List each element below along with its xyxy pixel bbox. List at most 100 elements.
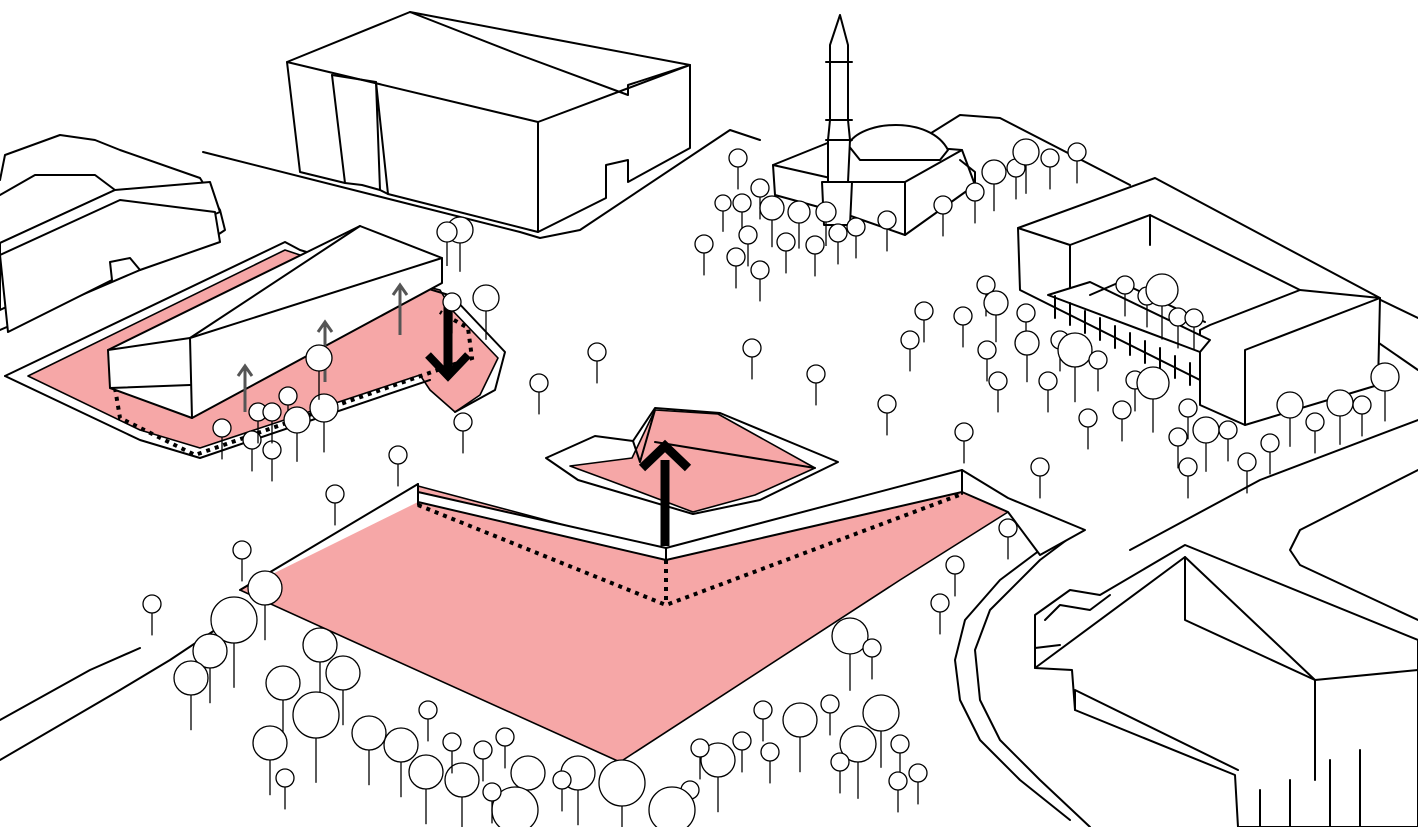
building-southeast	[1034, 544, 1418, 827]
tree-icon	[1305, 412, 1325, 454]
tree-icon	[265, 665, 301, 736]
tree-icon	[1136, 366, 1170, 433]
tree-icon	[877, 394, 897, 436]
building-west	[107, 225, 443, 419]
tree-icon	[1326, 389, 1354, 445]
tree-icon	[383, 727, 419, 798]
tree-icon	[598, 759, 646, 827]
tree-icon	[805, 235, 825, 277]
tree-icon	[1352, 395, 1372, 437]
tree-icon	[1115, 275, 1135, 317]
tree-icon	[828, 223, 848, 265]
tree-icon	[1030, 457, 1050, 499]
tree-icon	[981, 159, 1007, 212]
tree-icon	[776, 232, 796, 274]
tree-icon	[305, 344, 333, 400]
tree-icon	[1260, 433, 1280, 475]
tree-icon	[953, 306, 973, 348]
tree-icon	[983, 290, 1009, 343]
tree-icon	[1012, 138, 1040, 194]
tree-icon	[552, 770, 572, 812]
tree-icon	[495, 727, 515, 769]
tree-icon	[977, 340, 997, 382]
tree-icon	[700, 742, 736, 813]
tree-icon	[472, 284, 500, 340]
tree-icon	[242, 430, 262, 472]
tree-icon	[694, 234, 714, 276]
tree-icon	[1016, 303, 1036, 345]
tree-icon	[442, 292, 462, 334]
tree-icon	[806, 364, 826, 406]
tree-icon	[890, 734, 910, 776]
arrows	[236, 282, 692, 546]
tree-icon	[988, 371, 1008, 413]
tree-icon	[908, 763, 928, 805]
tree-icon	[648, 786, 696, 827]
tree-icon	[262, 402, 282, 444]
tree-icon	[560, 755, 596, 826]
tree-icon	[325, 655, 361, 726]
trees	[142, 138, 1400, 827]
tree-icon	[1184, 308, 1204, 350]
tree-icon	[732, 731, 752, 773]
tree-icon	[742, 338, 762, 380]
colonnade	[1054, 295, 1191, 386]
mosque-with-minaret	[772, 14, 976, 236]
tree-icon	[738, 225, 758, 267]
tree-icon	[954, 422, 974, 464]
tree-icon	[1112, 400, 1132, 442]
tree-icon	[690, 738, 710, 780]
tree-icon	[900, 330, 920, 372]
tree-icon	[408, 754, 444, 825]
south-plaza-edge	[239, 469, 1086, 608]
tree-icon	[945, 555, 965, 597]
tree-icon	[444, 762, 480, 827]
tree-icon	[1088, 350, 1108, 392]
tree-icon	[750, 260, 770, 302]
tree-icon	[1178, 398, 1198, 440]
tree-icon	[473, 740, 493, 782]
tree-icon	[232, 540, 252, 582]
tree-icon	[862, 638, 882, 680]
building-east-courtyard	[1017, 177, 1381, 426]
tree-icon	[210, 596, 258, 688]
tree-icon	[262, 440, 282, 482]
tree-icon	[1038, 371, 1058, 413]
tree-icon	[247, 570, 283, 641]
tree-icon	[1237, 452, 1257, 494]
tree-icon	[1276, 391, 1304, 447]
tree-icon	[1057, 332, 1093, 403]
tree-icon	[839, 725, 877, 799]
tree-icon	[292, 691, 340, 783]
tree-icon	[728, 148, 748, 190]
tree-icon	[888, 771, 908, 813]
tree-icon	[482, 782, 502, 824]
tree-icon	[173, 660, 209, 731]
up-arrow-large	[638, 439, 692, 546]
tree-icon	[1006, 158, 1026, 200]
tree-icon	[815, 201, 837, 246]
tree-icon	[862, 694, 900, 768]
tree-icon	[1370, 362, 1400, 422]
tree-icon	[914, 301, 934, 343]
tree-icon	[1078, 408, 1098, 450]
tree-icon	[436, 221, 458, 266]
tree-icon	[529, 373, 549, 415]
tree-icon	[782, 702, 818, 773]
tree-icon	[212, 418, 232, 460]
tree-icon	[750, 178, 770, 220]
tree-icon	[442, 732, 462, 774]
tree-icon	[714, 194, 732, 232]
down-arrow-large	[425, 300, 471, 382]
tree-icon	[418, 700, 438, 742]
tree-icon	[252, 725, 288, 796]
tree-icon	[1178, 457, 1198, 499]
large-building-north	[286, 11, 691, 233]
tree-icon	[1014, 330, 1040, 383]
tree-icon	[965, 182, 985, 224]
tree-icon	[1168, 427, 1188, 469]
tree-icon	[933, 195, 953, 237]
tree-icon	[787, 200, 811, 249]
tree-icon	[846, 217, 866, 259]
